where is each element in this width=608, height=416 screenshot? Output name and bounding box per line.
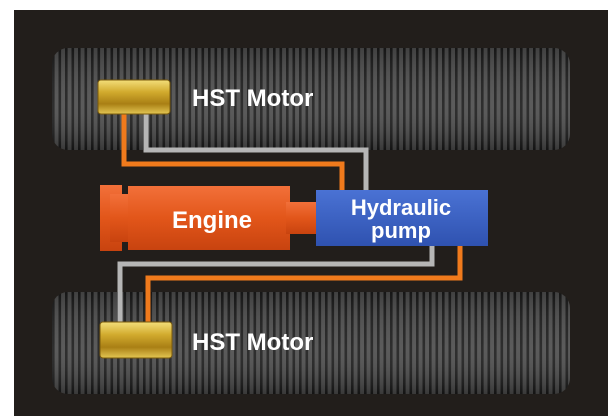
pump-label-line2: pump	[371, 218, 431, 243]
top-motor-label: HST Motor	[192, 85, 313, 112]
gray-line-bottom	[117, 244, 435, 322]
engine-label: Engine	[172, 207, 252, 234]
orange-line-bottom	[145, 244, 463, 322]
gray-line-top	[143, 112, 369, 194]
engine-block: Engine	[100, 185, 316, 251]
bottom-motor-label: HST Motor	[192, 329, 313, 356]
orange-line-top	[121, 112, 345, 194]
bottom-track	[52, 292, 570, 394]
pump-label-line1: Hydraulic	[351, 195, 451, 220]
top-track	[52, 48, 570, 150]
bottom-hst-motor: HST Motor	[99, 321, 313, 359]
hydraulic-pump: Hydraulic pump	[316, 190, 488, 246]
top-hst-motor: HST Motor	[97, 79, 313, 115]
